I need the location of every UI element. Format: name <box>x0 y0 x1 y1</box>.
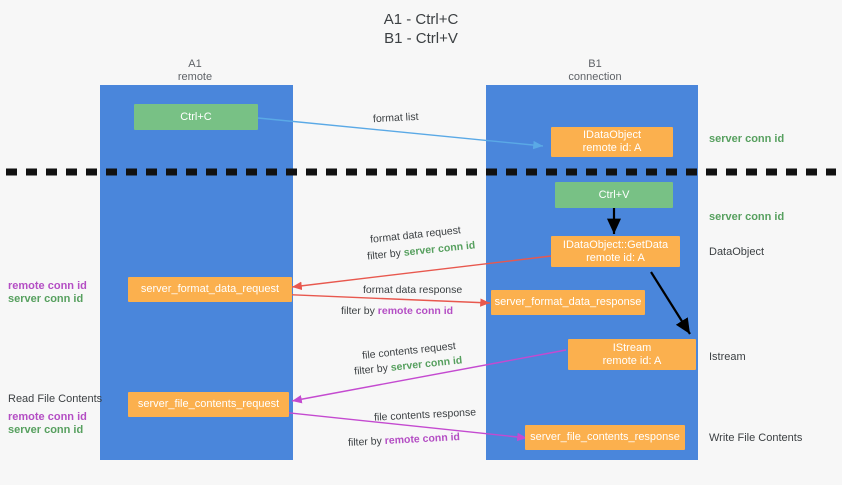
label-server-conn-id-1: server conn id <box>8 293 84 305</box>
node-idataobject-line2: remote id: A <box>582 142 642 154</box>
edge-label-filter-remote-conn-id-1: filter by remote conn id <box>341 305 453 318</box>
label-server-conn-id-2: server conn id <box>8 424 84 436</box>
node-idataobject-line1: IDataObject <box>582 129 642 141</box>
node-getdata[interactable]: IDataObject::GetData remote id: A <box>551 236 680 267</box>
filter-by-text-3: filter by <box>353 361 392 378</box>
edge-label-filter-remote-conn-id-2: filter by remote conn id <box>348 431 461 450</box>
lane-header-a1: A1 remote <box>120 58 270 84</box>
node-ctrl-v[interactable]: Ctrl+V <box>555 182 673 208</box>
label-write-file-contents: Write File Contents <box>709 432 803 444</box>
node-server-format-data-request-label: server_format_data_request <box>140 283 280 295</box>
node-server-file-contents-response-label: server_file_contents_response <box>530 431 680 443</box>
label-server-conn-id-top: server conn id <box>709 133 785 145</box>
title-line-2: B1 - Ctrl+V <box>384 30 458 47</box>
filter-by-text-1: filter by <box>366 246 405 263</box>
label-remote-conn-id-2: remote conn id <box>8 411 87 423</box>
node-server-file-contents-response[interactable]: server_file_contents_response <box>525 425 685 450</box>
edge-label-format-list: format list <box>372 110 419 126</box>
lane-b1-sub: connection <box>568 71 622 83</box>
node-idataobject[interactable]: IDataObject remote id: A <box>551 127 673 157</box>
node-server-format-data-response[interactable]: server_format_data_response <box>491 290 645 315</box>
filter-by-text-4: filter by <box>347 435 386 449</box>
label-remote-conn-id-1: remote conn id <box>8 280 87 292</box>
label-read-file-contents: Read File Contents <box>8 393 103 405</box>
node-ctrl-c-label: Ctrl+C <box>180 110 212 123</box>
edge-label-format-data-response: format data response <box>363 284 463 296</box>
lane-a1-name: A1 <box>188 58 202 70</box>
label-dataobject: DataObject <box>709 246 765 258</box>
label-server-conn-id-mid: server conn id <box>709 211 785 223</box>
node-server-file-contents-request[interactable]: server_file_contents_request <box>128 392 289 417</box>
node-server-format-data-request[interactable]: server_format_data_request <box>128 277 292 302</box>
node-getdata-line1: IDataObject::GetData <box>562 238 669 251</box>
label-istream: Istream <box>709 351 746 363</box>
node-istream-line1: IStream <box>612 341 652 354</box>
lane-a1-sub: remote <box>177 71 213 83</box>
page-title: A1 - Ctrl+C B1 - Ctrl+V <box>0 10 842 48</box>
remote-conn-id-text-2: remote conn id <box>384 431 461 447</box>
server-conn-id-text-1: server conn id <box>403 239 476 259</box>
node-ctrl-v-label: Ctrl+V <box>598 188 630 201</box>
node-getdata-line2: remote id: A <box>586 251 645 264</box>
node-server-format-data-response-label: server_format_data_response <box>494 296 642 308</box>
node-istream-line2: remote id: A <box>602 354 662 367</box>
node-server-file-contents-request-label: server_file_contents_request <box>137 398 280 410</box>
lane-b1-name: B1 <box>588 58 602 70</box>
node-istream[interactable]: IStream remote id: A <box>568 339 696 370</box>
node-ctrl-c[interactable]: Ctrl+C <box>134 104 258 130</box>
edge-label-file-contents-response: file contents response <box>373 406 477 424</box>
title-line-1: A1 - Ctrl+C <box>383 11 459 28</box>
remote-conn-id-text-1: remote conn id <box>377 305 454 317</box>
filter-by-text-2: filter by <box>341 305 378 317</box>
lane-header-b1: B1 connection <box>520 58 670 84</box>
